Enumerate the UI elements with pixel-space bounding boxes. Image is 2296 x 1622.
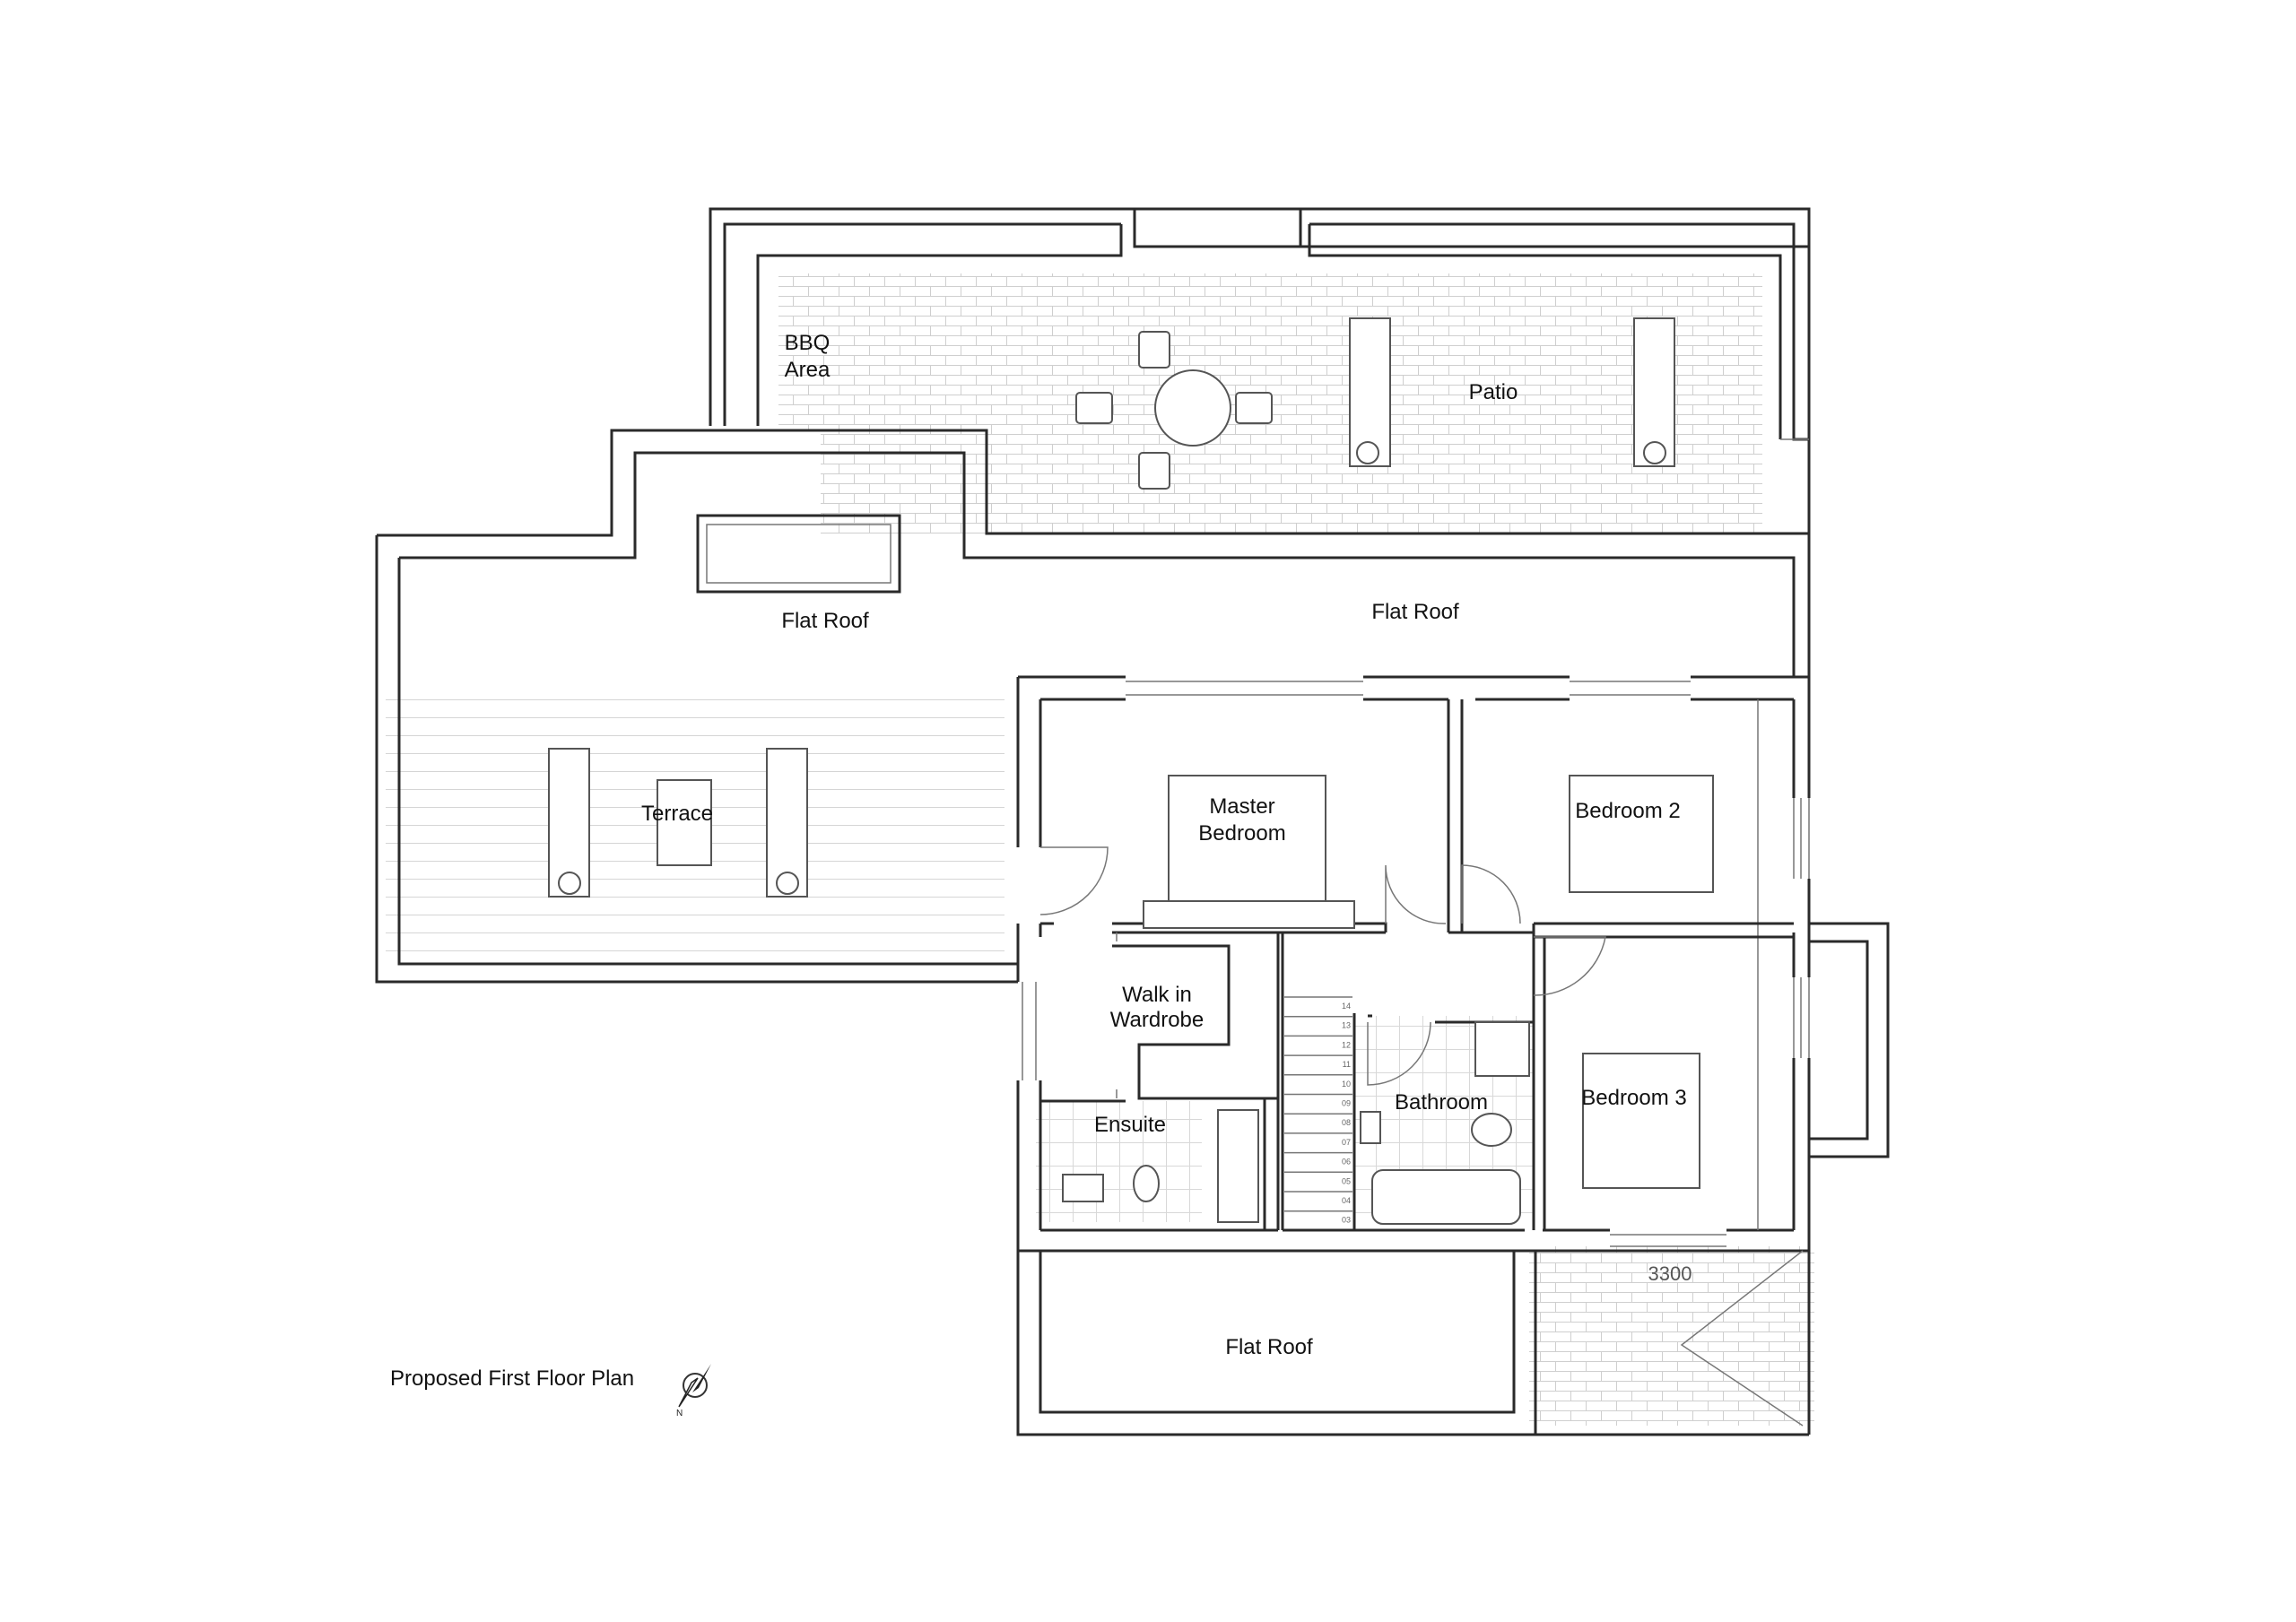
house-walls bbox=[1016, 675, 1890, 1253]
stair-number: 06 bbox=[1342, 1158, 1351, 1167]
patio-enclosure bbox=[709, 207, 1811, 538]
flat-roof-right-label: Flat Roof bbox=[1371, 600, 1459, 624]
svg-text:N: N bbox=[676, 1409, 683, 1418]
stair-number: 07 bbox=[1342, 1138, 1351, 1147]
bedroom-2-label: Bedroom 2 bbox=[1575, 799, 1680, 823]
flat-roof-bottom bbox=[1016, 1250, 1811, 1436]
wardrobe-label-1: Walk in bbox=[1122, 983, 1192, 1007]
wardrobe-label-2: Wardrobe bbox=[1110, 1008, 1204, 1032]
flat-roof-bottom-label: Flat Roof bbox=[1225, 1335, 1313, 1359]
beds bbox=[1143, 775, 1714, 1189]
flat-roof-left-label: Flat Roof bbox=[781, 609, 869, 633]
sun-loungers-terrace bbox=[548, 748, 808, 898]
door-swings bbox=[1039, 846, 1606, 1098]
stair-number: 12 bbox=[1342, 1040, 1351, 1049]
patio-paving bbox=[821, 273, 1762, 533]
patio-paving-left bbox=[778, 273, 825, 430]
bbq-label-1: BBQ bbox=[785, 331, 831, 355]
dining-set bbox=[1075, 331, 1273, 490]
stair-number: 04 bbox=[1342, 1196, 1351, 1205]
stair-number: 03 bbox=[1342, 1216, 1351, 1225]
bathroom-label: Bathroom bbox=[1395, 1090, 1488, 1115]
rooflight-inner bbox=[706, 524, 891, 584]
stair-number: 08 bbox=[1342, 1118, 1351, 1127]
patio-label: Patio bbox=[1469, 380, 1518, 404]
terrace-label: Terrace bbox=[641, 802, 713, 826]
sun-loungers-patio bbox=[1349, 317, 1675, 467]
stair-number: 11 bbox=[1343, 1060, 1351, 1069]
plan-caption: Proposed First Floor Plan bbox=[390, 1366, 634, 1391]
bbq-label-2: Area bbox=[785, 358, 831, 382]
stair-number: 13 bbox=[1342, 1021, 1351, 1030]
master-bedroom-label-2: Bedroom bbox=[1198, 821, 1285, 846]
north-arrow-icon: N bbox=[676, 1364, 711, 1418]
side-paving bbox=[1529, 1246, 1814, 1426]
stair-number: 10 bbox=[1342, 1080, 1351, 1089]
dimension-label: 3300 bbox=[1648, 1262, 1692, 1285]
master-bedroom-label-1: Master bbox=[1209, 794, 1274, 819]
sanitary-ware bbox=[1062, 1021, 1530, 1225]
outer-walls bbox=[375, 429, 1811, 984]
stair-number: 05 bbox=[1342, 1176, 1351, 1185]
ensuite-label: Ensuite bbox=[1094, 1113, 1166, 1137]
stair-number: 14 bbox=[1342, 1002, 1351, 1010]
rooflight bbox=[696, 514, 901, 594]
stair-treads: 14 13 12 11 10 09 08 07 06 05 04 03 bbox=[1284, 996, 1352, 1225]
bedroom-3-label: Bedroom 3 bbox=[1581, 1086, 1686, 1110]
stair-number: 09 bbox=[1342, 1099, 1351, 1108]
